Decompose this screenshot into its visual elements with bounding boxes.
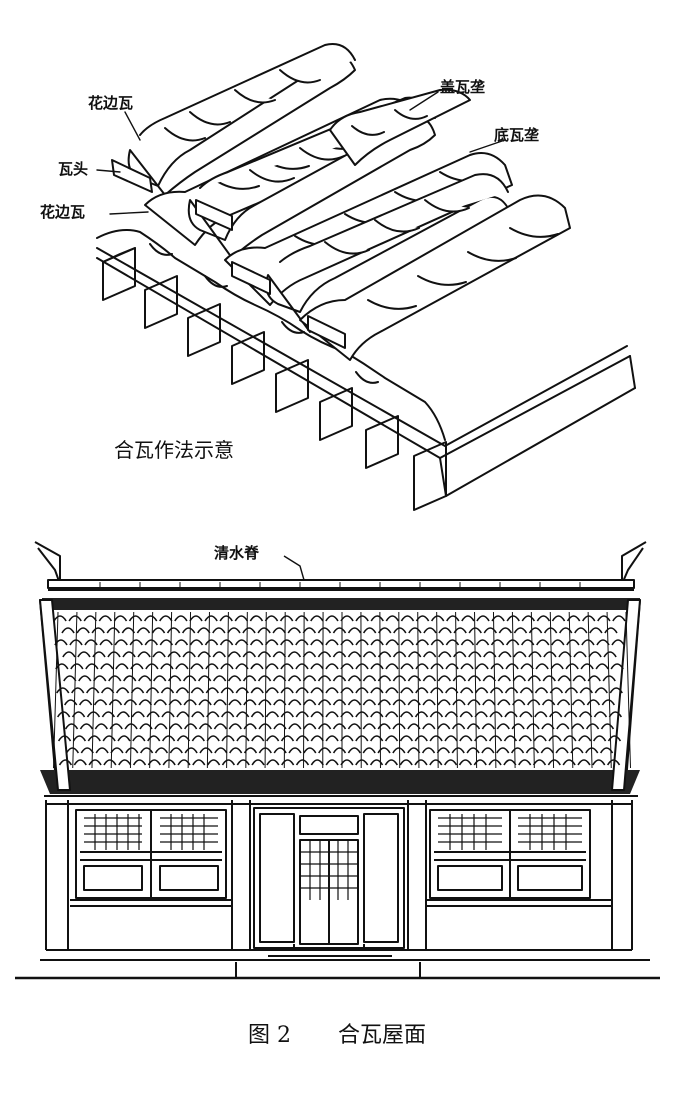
tiled-roof-surface (39, 598, 641, 783)
flower-edge-tile-line (96, 229, 446, 441)
cover-tile-ridge-1 (127, 43, 356, 196)
label-bottom-tile-ridge: 底瓦垄 (494, 126, 540, 144)
figure-caption: 合瓦屋面 (338, 1023, 427, 1048)
label-cover-tile-ridge: 盖瓦垄 (440, 78, 486, 96)
label-leader-lines (96, 91, 506, 215)
facade-walls (15, 800, 660, 980)
label-clear-water-ridge: 清水脊 (214, 544, 260, 562)
figure-number: 图 2 (248, 1023, 291, 1048)
left-window (70, 809, 232, 907)
top-diagram-subtitle: 合瓦作法示意 (114, 438, 234, 462)
label-flower-edge-tile-bottom: 花边瓦 (40, 203, 86, 221)
central-door (253, 807, 405, 957)
bottom-tile-sheet-right (299, 194, 571, 361)
ridge (34, 541, 647, 591)
right-window (426, 809, 612, 907)
eave-board (96, 247, 636, 497)
label-tile-head: 瓦头 (58, 160, 89, 178)
top-cover-strip (329, 88, 471, 166)
tile-construction-diagram (96, 43, 636, 511)
cover-tile-ridge-3 (265, 173, 511, 333)
label-flower-edge-tile-top: 花边瓦 (88, 94, 134, 112)
ridge-label-leader (283, 555, 305, 581)
tile-head-ends (111, 159, 346, 349)
eave-band (40, 770, 640, 797)
building-elevation (15, 541, 660, 980)
